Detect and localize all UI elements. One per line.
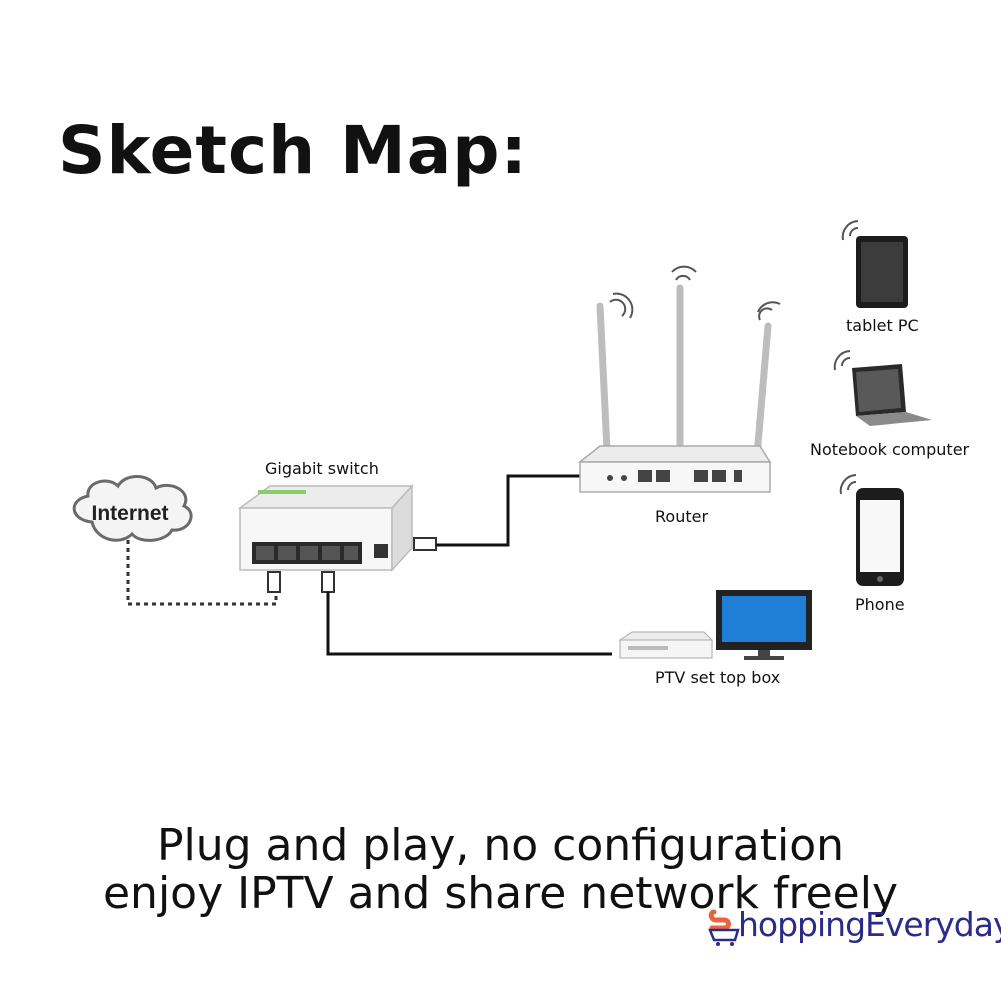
tablet-wifi-icon [841, 220, 859, 241]
phone-icon [839, 474, 904, 586]
laptop-wifi-icon [833, 350, 851, 371]
iptv-label: PTV set top box [655, 668, 781, 687]
internet-cable [126, 540, 278, 606]
router-label: Router [655, 507, 709, 526]
phone-label: Phone [855, 595, 905, 614]
tablet-label: tablet PC [846, 316, 919, 335]
tagline-line-1: Plug and play, no configuration [156, 820, 845, 871]
diagram-title: Sketch Map: [58, 112, 528, 189]
watermark: hoppingEverydays [738, 905, 1001, 944]
laptop-icon [833, 350, 932, 426]
switch-plug-internet [267, 571, 281, 593]
internet-cloud: Internet [72, 475, 193, 542]
iptv-cable [326, 592, 612, 656]
switch-label: Gigabit switch [265, 459, 379, 478]
tablet-icon [841, 220, 908, 308]
set-top-box-icon [618, 631, 714, 659]
notebook-label: Notebook computer [810, 440, 970, 459]
internet-label: Internet [91, 502, 168, 525]
phone-wifi-icon [839, 474, 857, 495]
shopping-cart-logo-icon [708, 909, 740, 946]
switch-plug-router [413, 537, 437, 551]
router [577, 265, 781, 493]
router-wifi-icon [609, 265, 781, 321]
switch-plug-iptv [321, 571, 335, 593]
router-cable [436, 474, 582, 547]
tagline-line-2: enjoy IPTV and share network freely [102, 868, 898, 919]
tv-icon [716, 590, 812, 660]
gigabit-switch [237, 484, 414, 572]
